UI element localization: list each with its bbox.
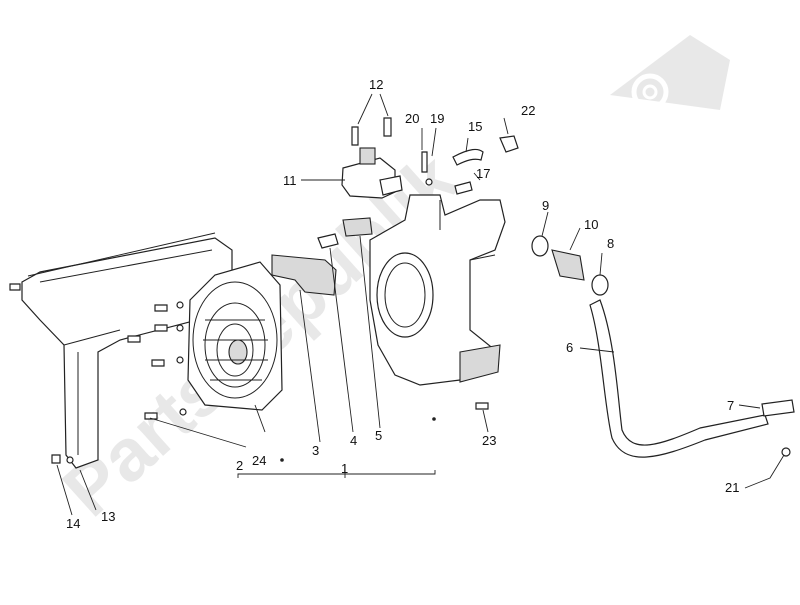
part-3-pad <box>271 254 337 296</box>
part-8-clamp <box>591 274 609 296</box>
callout-7: 7 <box>727 398 734 413</box>
callout-20: 19 <box>430 111 444 126</box>
callout-17: 21 <box>725 480 739 495</box>
part-6-pipe <box>589 299 769 458</box>
part-10-hose-section <box>551 249 585 281</box>
part-23-clip <box>499 135 519 153</box>
leader-lines <box>27 93 785 516</box>
callout-11: 11 <box>283 173 297 188</box>
callout-19: 17 <box>476 166 490 181</box>
callout-8: 8 <box>607 236 614 251</box>
screws <box>9 283 489 464</box>
watermark-flag <box>610 35 730 110</box>
callout-labels: 12 11 20 19 15 22 17 9 10 8 6 7 21 23 3 … <box>66 77 739 531</box>
callout-24: 24 <box>252 453 266 468</box>
callout-15: 15 <box>468 119 482 134</box>
callout-1: 1 <box>341 461 348 476</box>
part-17-washer <box>781 447 791 457</box>
part-5-seal <box>342 217 373 237</box>
part-9-clamp <box>531 235 549 257</box>
part-2-fan-cover <box>187 261 283 411</box>
part-7-gasket <box>761 399 795 417</box>
callout-5: 5 <box>375 428 382 443</box>
callout-12: 12 <box>369 77 383 92</box>
part-4-bracket <box>317 233 339 249</box>
part-12-bolts <box>351 117 392 146</box>
callout-2: 2 <box>236 458 243 473</box>
callout-3: 3 <box>312 443 319 458</box>
callout-9: 9 <box>542 198 549 213</box>
callout-22: 20 <box>405 111 419 126</box>
callout-10: 10 <box>584 217 598 232</box>
callout-6: 6 <box>566 340 573 355</box>
part-1-housing <box>369 194 506 386</box>
callout-4: 4 <box>350 433 357 448</box>
part-15-hose <box>452 148 484 166</box>
part-11-valve <box>341 147 403 199</box>
gear-icon <box>631 73 669 111</box>
part-22-20-19-fasteners <box>421 151 473 195</box>
part-13-cover <box>21 237 233 469</box>
callout-23: 22 <box>521 103 535 118</box>
callout-21: 23 <box>482 433 496 448</box>
callout-14: 14 <box>66 516 80 531</box>
callout-13: 13 <box>101 509 115 524</box>
